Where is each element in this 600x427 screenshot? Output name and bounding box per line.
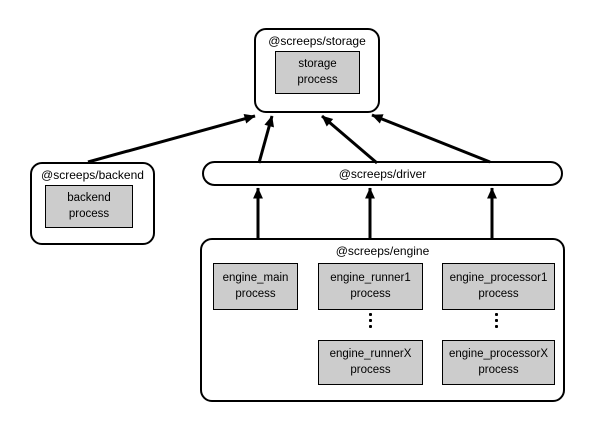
engine-runner1-process-box: engine_runner1 process — [318, 263, 423, 310]
driver-node-label: @screeps/driver — [338, 166, 427, 181]
arrow-driver-to-storage-3 — [371, 113, 491, 164]
arrow-driver-to-storage-1 — [257, 115, 274, 164]
driver-node: @screeps/driver — [202, 161, 563, 186]
processor-vertical-ellipsis-icon — [493, 313, 499, 328]
storage-node: @screeps/storage storage process — [254, 28, 380, 113]
backend-node: @screeps/backend backend process — [30, 162, 155, 245]
engine-node: @screeps/engine engine_main process engi… — [200, 238, 565, 402]
storage-process-box: storage process — [275, 51, 360, 94]
backend-process-box: backend process — [45, 185, 133, 228]
backend-node-label: @screeps/backend — [41, 168, 144, 182]
storage-node-label: @screeps/storage — [268, 34, 366, 48]
arrow-backend-to-storage — [87, 114, 256, 164]
arrow-driver-to-storage-2 — [321, 114, 378, 165]
engine-runnerX-process-box: engine_runnerX process — [318, 340, 423, 385]
engine-node-label: @screeps/engine — [335, 244, 430, 258]
engine-processorX-process-box: engine_processorX process — [442, 340, 555, 385]
runner-vertical-ellipsis-icon — [367, 313, 373, 328]
engine-processor1-process-box: engine_processor1 process — [442, 263, 555, 310]
engine-main-process-box: engine_main process — [213, 263, 298, 310]
